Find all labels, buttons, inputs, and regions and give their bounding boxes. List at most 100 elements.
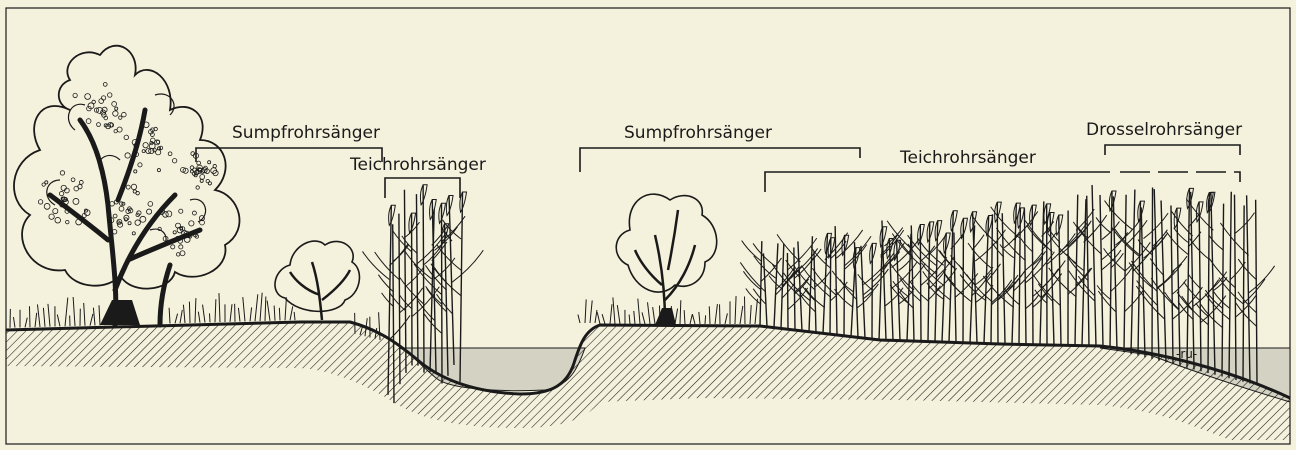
reed-leaf: [800, 294, 815, 312]
reed-stem: [794, 247, 795, 330]
label-left-marsh-warbler: Sumpfrohrsänger: [232, 123, 380, 143]
reed-leaf: [863, 284, 878, 299]
grass-blade: [715, 304, 717, 324]
grass-blade: [73, 297, 75, 326]
grass-blade: [659, 305, 660, 324]
bracket-right-reed-warbler-dashed: [1120, 172, 1240, 182]
reed-leaf: [1025, 220, 1052, 252]
reed-stem: [787, 253, 788, 329]
grass-blade: [675, 309, 678, 324]
grass-blade: [692, 314, 695, 324]
reed-leaf: [992, 280, 1012, 303]
grass-blade: [198, 312, 200, 323]
reed-leaf: [1014, 258, 1042, 291]
reed-leaf: [1116, 219, 1141, 245]
reed-stem: [1171, 205, 1173, 364]
reed-leaf: [1114, 229, 1138, 255]
reed-leaf: [1131, 261, 1157, 291]
grass-blade: [35, 313, 37, 327]
grass-blade: [93, 308, 95, 326]
reed-leaf: [909, 263, 926, 283]
reed-leaf: [1069, 271, 1095, 301]
reed-leaf: [1105, 201, 1133, 230]
reed-plume: [1014, 203, 1021, 223]
reed-stem: [1059, 215, 1061, 345]
reed-leaf: [1125, 290, 1144, 311]
grass-blade: [65, 298, 68, 327]
reed-stem: [1141, 207, 1145, 357]
ground: [6, 322, 1290, 440]
label-small-mark: -ru-: [1176, 347, 1197, 361]
grass-blade: [680, 300, 681, 324]
grass-blade: [238, 308, 240, 322]
grass-blade: [250, 307, 252, 321]
reed-leaf: [858, 274, 872, 290]
grass-blade: [699, 312, 700, 324]
grass-blade: [189, 302, 190, 323]
grass-blade: [90, 314, 93, 326]
reed-leaf: [1243, 279, 1265, 303]
reed-stem: [1208, 193, 1209, 373]
reed-leaf: [1209, 235, 1223, 250]
grass-blade: [642, 312, 645, 324]
grass-blade: [740, 306, 743, 324]
reed-stem: [1100, 195, 1103, 347]
grass-blade: [610, 304, 612, 324]
reed-leaf: [1172, 279, 1186, 294]
grass-blade: [195, 298, 196, 323]
grass-blade: [613, 297, 615, 324]
reed-leaf: [1102, 221, 1120, 239]
grass-blade: [638, 299, 640, 324]
reed-leaf: [1021, 238, 1033, 252]
grass-blade: [243, 297, 245, 321]
reed-leaf: [1152, 235, 1166, 250]
grass-blade: [169, 308, 170, 324]
reed-leaf: [1214, 292, 1230, 309]
reed-plume: [927, 222, 934, 242]
grass-blade: [755, 299, 757, 324]
grass-blade: [37, 304, 40, 326]
reed-leaf: [777, 234, 800, 262]
grass-blade: [215, 299, 216, 322]
grass-blade: [648, 302, 650, 324]
reed-stem: [1211, 192, 1215, 374]
reed-stem: [1138, 201, 1140, 355]
reed-leaf: [743, 271, 760, 289]
reed-leaf: [844, 236, 871, 266]
reed-leaf: [1125, 220, 1147, 245]
reed-leaf: [375, 252, 400, 280]
reed-leaf: [1004, 232, 1020, 248]
reed-plume: [951, 211, 958, 231]
grass-blade: [744, 297, 745, 324]
reed-leaf: [1196, 303, 1209, 316]
reed-leaf: [1068, 257, 1089, 281]
reed-leaf: [389, 293, 405, 311]
grass-blade: [43, 308, 45, 327]
reed-leaf: [1201, 304, 1223, 327]
shrub-left: [275, 241, 359, 320]
grass-blade: [209, 313, 210, 322]
grass-blade: [602, 314, 605, 324]
shrub-center: [616, 194, 716, 325]
grass-blade: [203, 305, 205, 323]
grass-blade: [285, 297, 286, 320]
grass-blade: [99, 305, 100, 325]
reed-leaf: [993, 244, 1004, 258]
reed-leaf: [936, 268, 957, 292]
reed-leaf: [753, 289, 765, 304]
grass-blade: [57, 315, 60, 327]
reed-leaf: [1182, 296, 1209, 325]
reed-leaf: [972, 215, 998, 244]
reed-leaf: [1235, 294, 1256, 317]
reed-leaf: [1137, 281, 1157, 306]
reed-stem: [1024, 208, 1026, 344]
grass-blade: [725, 313, 727, 324]
reed-leaf: [1235, 213, 1254, 233]
bracket-right-marsh-warbler: [580, 148, 860, 172]
reed-plume: [935, 221, 942, 241]
grass-blade: [279, 308, 280, 321]
label-right-reed-warbler: Teichrohrsänger: [899, 148, 1036, 168]
grass-blade: [590, 300, 592, 323]
reed-stem: [1177, 208, 1180, 366]
